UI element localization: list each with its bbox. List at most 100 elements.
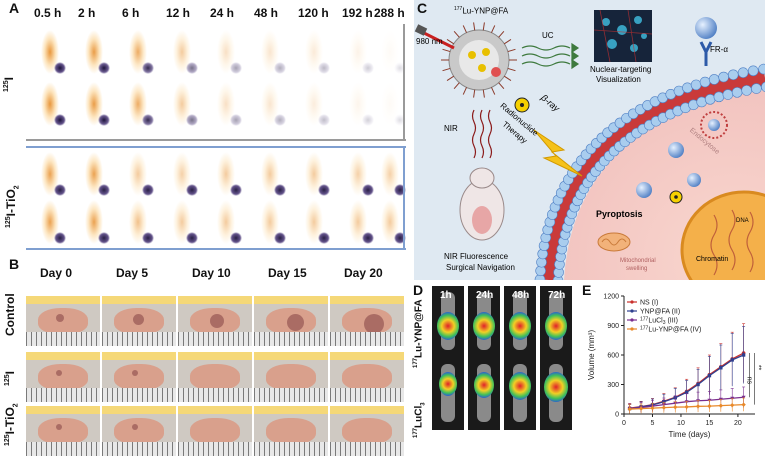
a-spect-image <box>34 80 77 140</box>
panel-c: C 177Lu-YNP@FA 980 nm UC Nuclear-targeti… <box>414 0 765 280</box>
probe-ligand <box>503 39 512 45</box>
radiation-icon <box>514 97 530 113</box>
legend-luynp-main: Lu-YNP@FA (IV) <box>648 327 701 334</box>
data-point <box>719 366 723 370</box>
x-tick-label: 10 <box>677 420 685 427</box>
probe-ligand <box>453 30 460 38</box>
b-mouse-photo <box>330 406 404 456</box>
b-mouse-photo <box>26 296 100 346</box>
a-spect-image <box>374 80 417 140</box>
a-spect-image <box>298 80 341 140</box>
c-nav-label2: Surgical Navigation <box>446 263 515 272</box>
data-point <box>650 405 655 411</box>
c-nav-label1: NIR Fluorescence <box>444 252 509 261</box>
y-tick-label: 1200 <box>603 294 619 301</box>
data-point <box>741 353 746 357</box>
a-timepoint-label: 288 h <box>374 6 405 20</box>
panel-b-label: B <box>9 256 20 272</box>
significance-stars: ** <box>755 365 762 371</box>
probe-ligand <box>491 87 496 95</box>
data-point <box>741 395 746 400</box>
x-tick-label: 20 <box>734 420 742 427</box>
b-mouse-photo <box>330 296 404 346</box>
b-day-label: Day 0 <box>40 266 73 280</box>
y-tick-label: 600 <box>607 353 619 360</box>
b-mouse-photo <box>102 406 176 456</box>
c-wavelength-label: 980 nm <box>416 37 443 46</box>
b-mouse-photo <box>178 406 252 456</box>
d-spect-ct-image <box>468 358 500 430</box>
inner-probe-1 <box>636 182 652 198</box>
data-point <box>718 403 724 408</box>
d-spect-ct-image <box>468 286 500 358</box>
mitochondrion <box>597 232 631 252</box>
nir-arrows <box>471 109 493 159</box>
probe-ligand <box>442 67 451 72</box>
b-row-control-label: Control <box>3 293 17 336</box>
a-spect-image <box>166 80 209 140</box>
fr-alpha-receptor <box>695 17 717 66</box>
membrane-bead <box>727 69 739 81</box>
membrane-bead <box>722 89 734 100</box>
legend-luynp-sup: 177 <box>640 326 649 332</box>
data-point <box>684 404 689 410</box>
b-day-label: Day 10 <box>192 266 231 280</box>
data-point <box>696 382 700 387</box>
probe-ligand <box>507 67 516 72</box>
b-mouse-photo <box>330 352 404 402</box>
legend-lucl: 177LuCl3 (III) <box>640 317 678 327</box>
c-dna-label: DNA <box>736 218 749 224</box>
data-point <box>661 405 667 410</box>
membrane-bead <box>713 91 725 103</box>
a-spect-image <box>78 80 121 140</box>
d-time-label: 1h <box>440 290 452 301</box>
b-day-label: Day 20 <box>344 266 383 280</box>
laser-source <box>414 24 428 36</box>
data-point <box>684 390 689 395</box>
membrane-bead <box>708 74 720 85</box>
membrane-bead <box>718 71 729 83</box>
panel-a-label: A <box>9 0 20 16</box>
data-point <box>707 373 712 378</box>
d-time-label: 72h <box>548 290 566 301</box>
a-timepoint-label: 24 h <box>210 6 235 20</box>
membrane-bead <box>758 63 765 75</box>
a-spect-image <box>122 28 165 88</box>
d-spect-ct-image <box>540 286 572 358</box>
legend-marker <box>630 327 634 331</box>
legend-marker <box>630 300 634 304</box>
dna-strands <box>710 209 754 276</box>
legend-ns: NS (I) <box>640 300 658 307</box>
a-timepoint-label: 120 h <box>298 6 329 20</box>
y-tick-label: 0 <box>615 412 619 419</box>
c-mito-label2: swelling <box>626 266 648 272</box>
b-mouse-photo <box>178 352 252 402</box>
a-bracket-lines <box>26 24 406 250</box>
a-spect-image <box>78 28 121 88</box>
uc-arrows <box>521 42 580 70</box>
significance-ns: ns <box>746 377 753 385</box>
probe-ligand <box>482 89 485 98</box>
data-point <box>730 402 735 408</box>
a-timepoint-label: 192 h <box>342 6 373 20</box>
probe-ligand <box>473 89 476 98</box>
x-tick-label: 5 <box>651 420 655 427</box>
panel-d-label: D <box>413 282 424 298</box>
a-spect-image <box>374 28 417 88</box>
a-timepoint-label: 2 h <box>78 6 96 20</box>
a-timepoint-label: 6 h <box>122 6 140 20</box>
membrane-bead <box>751 83 762 94</box>
cell-membrane <box>541 70 765 280</box>
x-tick-label: 0 <box>622 420 626 427</box>
probe-ligand <box>498 82 505 90</box>
mouse-illustration <box>459 167 505 241</box>
a-timepoint-label: 0.5 h <box>34 6 62 20</box>
x-tick-label: 15 <box>706 420 714 427</box>
b-row-125i-tio2-label: 125I-TiO2 <box>3 403 20 446</box>
data-point <box>741 402 746 407</box>
membrane-bead <box>741 85 752 96</box>
d-spect-ct-image <box>432 358 464 430</box>
